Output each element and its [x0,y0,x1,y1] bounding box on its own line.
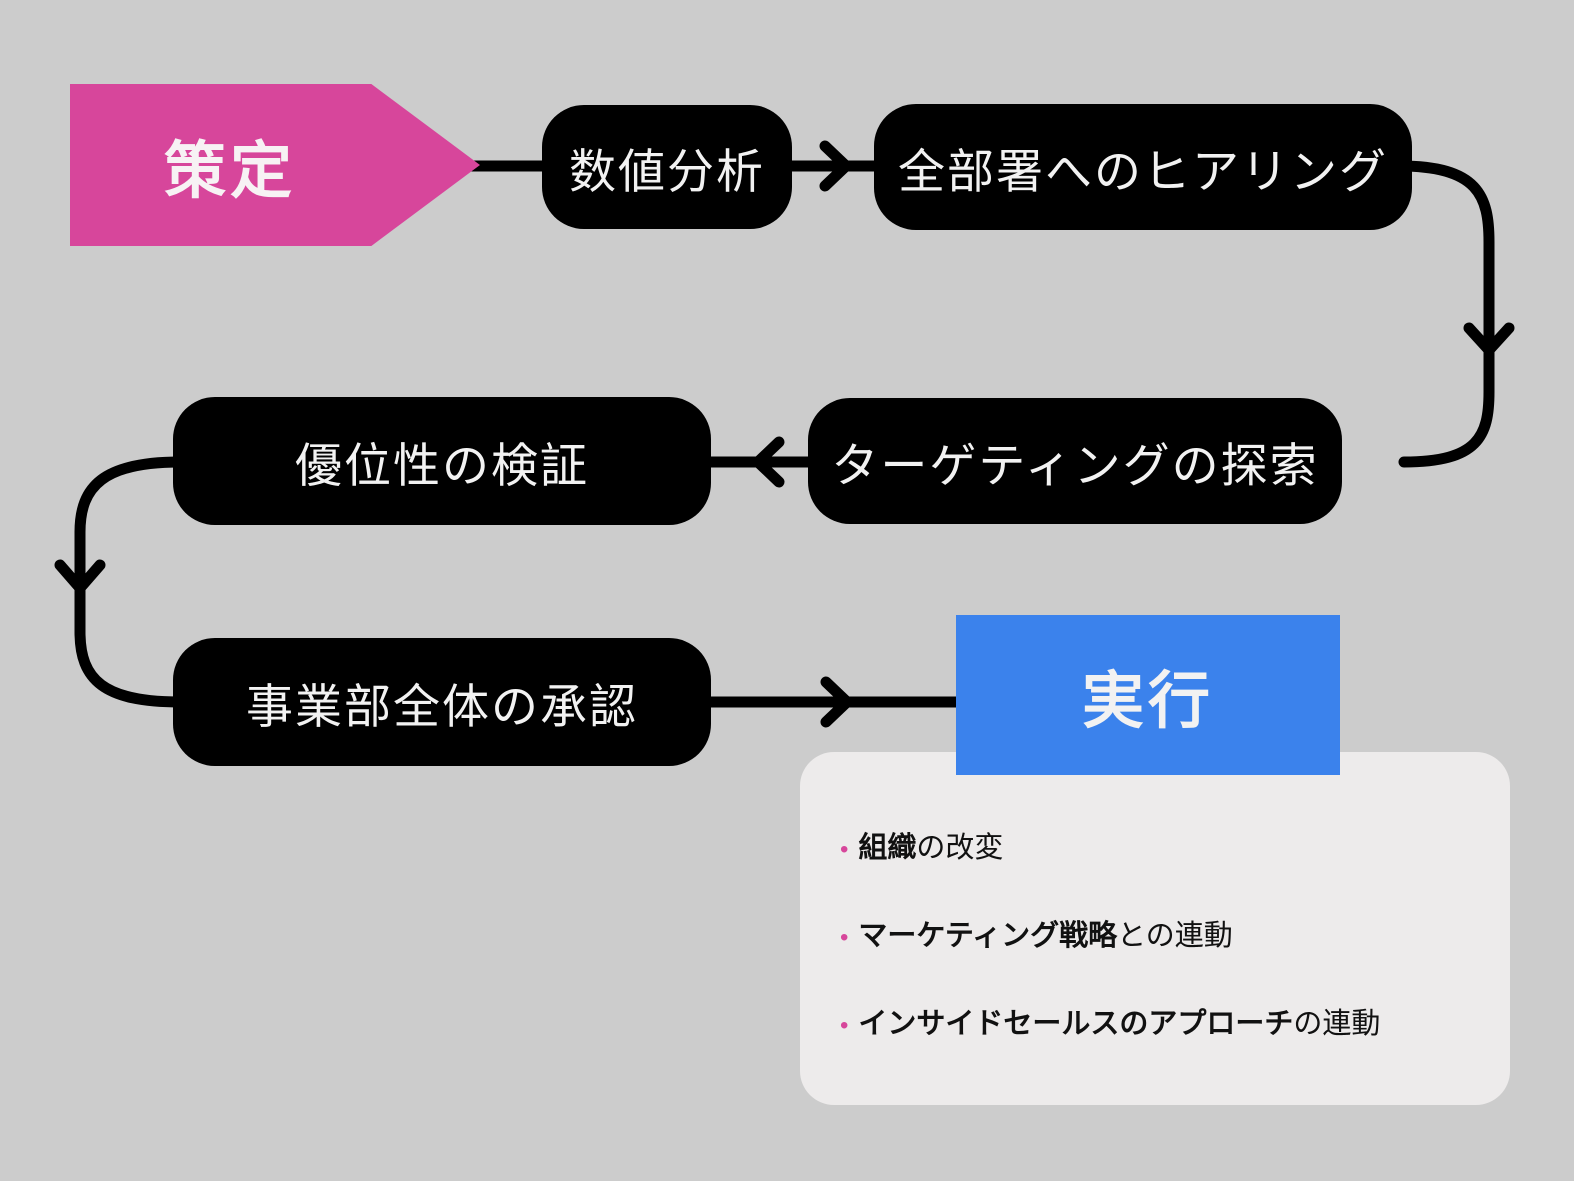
connector-step-4-to-step-5 [74,456,186,708]
step-node-2-label: 全部署へのヒアリング [898,144,1388,198]
execution-detail-card: • 組織 の改変 • マーケティング戦略 との連動 • インサイドセールスのアプ… [800,752,1510,1105]
bullet-rest-text: の連動 [1293,1008,1381,1040]
bullet-dot-icon: • [840,924,849,951]
arrowhead-left-icon [752,436,785,488]
list-item: • マーケティング戦略 との連動 [840,912,1470,954]
bullet-strong-text: 組織 [858,832,917,864]
step-node-5[interactable]: 事業部全体の承認 [173,638,711,766]
step-node-3-label: ターゲティングの探索 [831,438,1319,492]
connector-step-2-to-step-3 [1394,160,1495,468]
bullet-strong-text: マーケティング戦略 [858,920,1118,952]
arrowhead-right-icon [819,140,852,192]
step-node-4-label: 優位性の検証 [295,438,589,492]
arrowhead-down-icon [54,559,106,594]
arrowhead-right-icon [820,676,853,728]
stage-planning[interactable]: 策定 [70,84,480,246]
step-node-2[interactable]: 全部署へのヒアリング [874,104,1412,230]
step-node-3[interactable]: ターゲティングの探索 [808,398,1342,524]
step-node-4[interactable]: 優位性の検証 [173,397,711,525]
bullet-rest-text: の改変 [916,832,1004,864]
step-node-1-label: 数値分析 [569,144,765,198]
bullet-rest-text: との連動 [1117,920,1233,952]
arrowhead-down-icon [1463,322,1515,356]
stage-execution-label: 実行 [1081,667,1214,736]
list-item: • 組織 の改変 [840,824,1470,866]
bullet-dot-icon: • [840,1012,849,1039]
bullet-dot-icon: • [840,836,849,863]
step-node-5-label: 事業部全体の承認 [246,679,638,733]
bullet-strong-text: インサイドセールスのアプローチ [858,1008,1294,1040]
stage-execution[interactable]: 実行 [956,615,1340,775]
stage-planning-label: 策定 [163,137,296,206]
step-node-1[interactable]: 数値分析 [542,105,792,229]
list-item: • インサイドセールスのアプローチ の連動 [840,1000,1470,1042]
